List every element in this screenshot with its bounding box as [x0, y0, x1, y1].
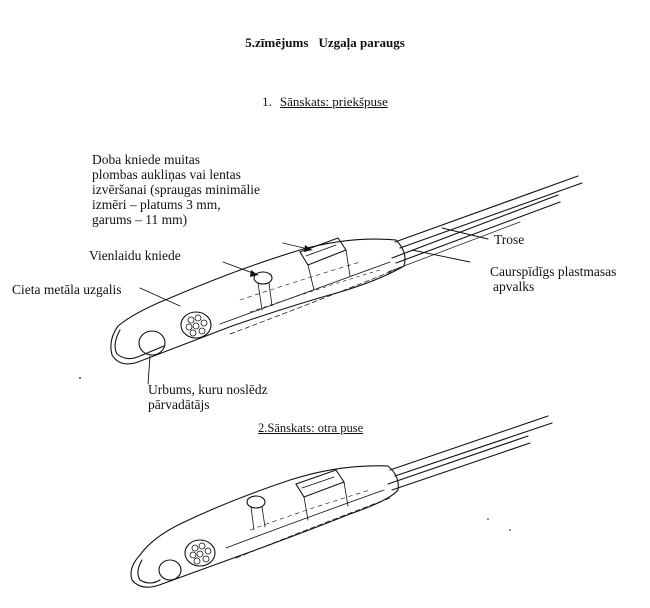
figure-caption: Uzgaļa paraugs	[318, 35, 405, 50]
solid-rivet-head-back	[246, 495, 266, 509]
hollow-rivet-line-4: izmēri – platums 3 mm,	[92, 197, 221, 213]
bore-line-2: pārvadātājs	[148, 397, 210, 413]
hollow-rivet-slot-back	[301, 476, 335, 489]
metal-tip-body-back	[130, 465, 399, 588]
cable-strand	[394, 422, 553, 477]
sheath-edge	[229, 269, 396, 335]
section2-heading: 2.Sānskats: otra puse	[258, 421, 364, 435]
hollow-rivet-slot	[305, 244, 337, 257]
section1-label: Sānskats: priekšpuse	[279, 94, 388, 109]
bore-hole-back	[158, 559, 182, 581]
sheath-label: Caurspīdīgs plastmasas apvalks	[490, 264, 616, 294]
tip-end-rim-back	[137, 559, 161, 584]
callout-leaders	[139, 227, 489, 385]
cable-bundle-end-back	[189, 542, 212, 565]
hollow-rivet-line-5: garums – 11 mm)	[92, 212, 188, 228]
hollow-rivet-line-2: plombas aukliņas vai lentas	[92, 167, 241, 183]
solid-rivet-shank	[268, 282, 273, 307]
callout-arrowheads	[250, 245, 312, 277]
sheath-line-2: apvalks	[493, 279, 535, 295]
sheath-edge-back	[235, 497, 391, 559]
cable-strand	[399, 182, 583, 249]
hollow-rivet-line-1: Doba kniede muitas	[92, 152, 200, 167]
cable-strand	[387, 435, 529, 485]
sheath-edge	[219, 261, 391, 325]
figure-title: 5.zīmējums Uzgaļa paraugs	[0, 35, 650, 51]
solid-rivet-label: Vienlaidu kniede	[89, 248, 181, 263]
sheath-line-1: Caurspīdīgs plastmasas	[490, 264, 617, 279]
metal-tip-body	[110, 238, 406, 365]
cable-strand	[391, 194, 559, 259]
inner-opening-back	[184, 539, 216, 567]
hollow-rivet-back	[295, 469, 345, 498]
rivet-shank	[307, 264, 315, 291]
bore-label: Urbums, kuru noslēdz pārvadātājs	[148, 382, 268, 412]
cable-bundle-end	[185, 314, 208, 337]
sheath-hatching	[239, 261, 361, 301]
cable-strand	[387, 221, 521, 273]
scan-speckles	[79, 377, 511, 531]
rivet-shank	[345, 249, 351, 277]
tip-end-rim	[114, 329, 165, 360]
sheath-hatching	[249, 269, 381, 313]
front-view-tip	[110, 175, 583, 365]
section1-number: 1.	[262, 94, 272, 109]
bore-line-1: Urbums, kuru noslēdz	[148, 382, 268, 397]
hollow-rivet-label: Doba kniede muitas plombas aukliņas vai …	[92, 152, 260, 228]
cable-strand	[389, 415, 549, 471]
solid-rivet-shank	[257, 282, 263, 311]
cable-strand	[391, 442, 531, 491]
section1-heading: 1. Sānskats: priekšpuse	[0, 94, 650, 110]
metal-tip-label: Cieta metāla uzgalis	[12, 282, 122, 297]
sheath-edge-back	[225, 489, 385, 549]
sheath-hatching-back	[249, 489, 371, 531]
inner-opening	[180, 311, 212, 339]
hollow-rivet-line-3: izvēršanai (spraugas minimālie	[92, 182, 260, 198]
cable-strand	[394, 175, 579, 243]
bore-hole	[138, 330, 166, 356]
cable-label: Trose	[494, 232, 525, 247]
solid-rivet-head	[253, 271, 273, 285]
cable-strand	[395, 201, 561, 264]
figure-number: 5.zīmējums	[245, 35, 309, 50]
back-view-tip	[130, 415, 553, 588]
